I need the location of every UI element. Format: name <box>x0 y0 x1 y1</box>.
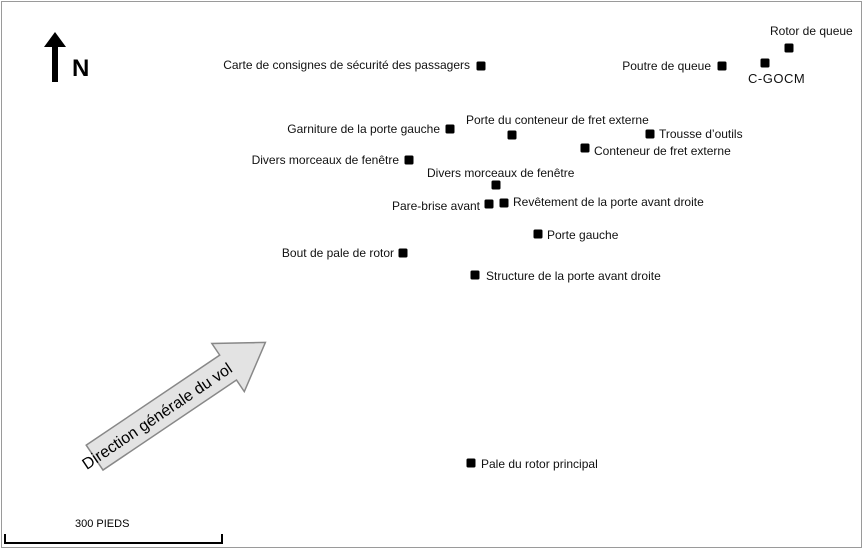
label-rotor-blade-tip: Bout de pale de rotor <box>281 246 394 260</box>
marker-passenger-safety-card <box>476 61 486 71</box>
label-window-pieces-1: Divers morceaux de fenêtre <box>251 153 399 167</box>
label-tail-rotor: Rotor de queue <box>770 24 853 38</box>
label-right-door-skin: Revêtement de la porte avant droite <box>513 195 704 209</box>
marker-right-door-structure <box>470 270 480 280</box>
marker-rotor-blade-tip <box>398 248 408 258</box>
marker-aircraft <box>760 58 770 68</box>
label-right-door-structure: Structure de la porte avant droite <box>486 269 661 283</box>
marker-window-pieces-2 <box>491 180 501 190</box>
marker-main-rotor-blade <box>466 458 476 468</box>
scale-bar <box>4 534 223 544</box>
marker-tool-kit <box>645 129 655 139</box>
label-windshield: Pare-brise avant <box>391 199 480 213</box>
label-passenger-safety-card: Carte de consignes de sécurité des passa… <box>223 58 470 72</box>
label-cargo-container: Conteneur de fret externe <box>594 144 731 158</box>
label-tail-boom: Poutre de queue <box>622 59 711 73</box>
marker-right-door-skin <box>499 198 509 208</box>
label-window-pieces-2: Divers morceaux de fenêtre <box>427 166 575 180</box>
label-left-door: Porte gauche <box>547 228 619 242</box>
marker-cargo-container <box>580 143 590 153</box>
north-arrow-icon <box>44 32 66 82</box>
scale-label: 300 PIEDS <box>75 518 130 530</box>
marker-left-door <box>533 229 543 239</box>
label-aircraft: C-GOCM <box>748 71 806 86</box>
marker-cargo-container-door <box>507 130 517 140</box>
flight-direction-label: Direction générale du vol <box>80 360 236 473</box>
label-main-rotor-blade: Pale du rotor principal <box>481 457 598 471</box>
marker-tail-rotor <box>784 43 794 53</box>
marker-windshield <box>484 199 494 209</box>
marker-left-door-trim <box>445 124 455 134</box>
marker-window-pieces-1 <box>404 155 414 165</box>
label-left-door-trim: Garniture de la porte gauche <box>287 122 440 136</box>
flight-direction-arrow: Direction générale du vol <box>80 341 267 473</box>
label-tool-kit: Trousse d’outils <box>659 127 743 141</box>
north-label: N <box>72 55 90 82</box>
marker-tail-boom <box>717 61 727 71</box>
label-cargo-container-door: Porte du conteneur de fret externe <box>466 113 649 127</box>
